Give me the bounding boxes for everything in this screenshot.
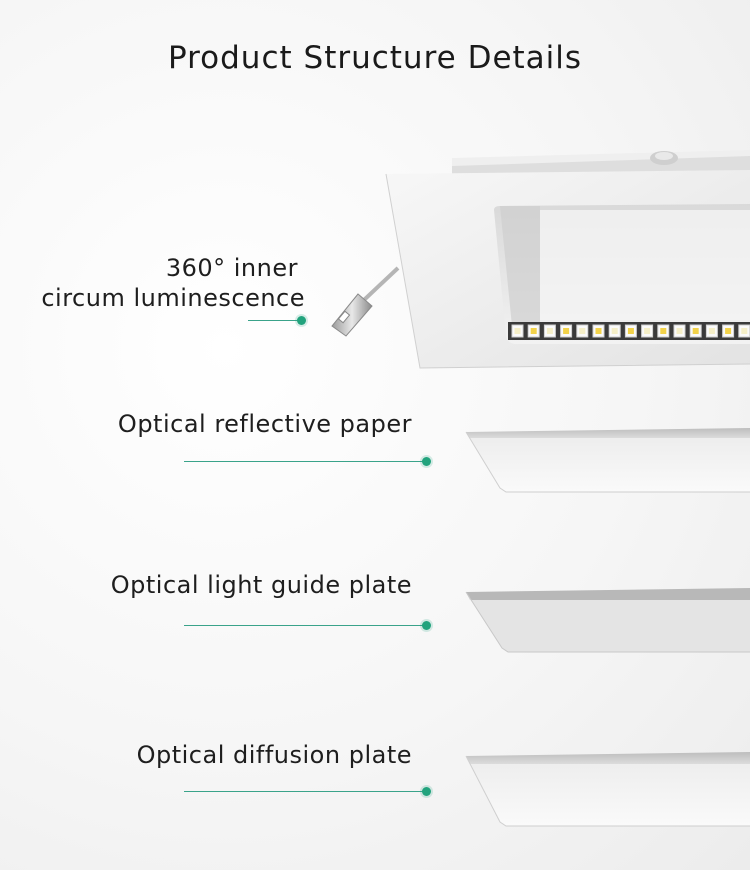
led-phosphor <box>627 328 634 334</box>
led-strip <box>511 324 750 338</box>
led-phosphor <box>660 328 667 334</box>
callout-dot-reflective <box>422 457 431 466</box>
led-phosphor <box>595 328 602 334</box>
led-phosphor <box>514 328 521 334</box>
callout-dot-guide <box>422 621 431 630</box>
led-phosphor <box>530 328 537 334</box>
led-phosphor <box>708 328 715 334</box>
callout-line-reflective <box>184 461 424 462</box>
led-phosphor <box>676 328 683 334</box>
callout-dot-led <box>297 316 306 325</box>
led-phosphor <box>644 328 651 334</box>
callout-line-led <box>248 320 300 321</box>
label-led-line2: circum luminescence <box>41 284 305 312</box>
panel-frame <box>385 150 750 369</box>
diffusion-plate <box>465 752 750 827</box>
callout-dot-diffusion <box>422 787 431 796</box>
label-light-guide-plate: Optical light guide plate <box>110 571 412 599</box>
page-title: Product Structure Details <box>167 40 583 76</box>
label-led-line1: 360° inner <box>165 254 298 282</box>
callout-line-diffusion <box>184 791 424 792</box>
label-reflective-paper: Optical reflective paper <box>117 410 412 438</box>
led-phosphor <box>725 328 732 334</box>
spring-clip <box>331 266 400 337</box>
light-guide-plate <box>465 588 750 653</box>
callout-line-guide <box>184 625 424 626</box>
led-phosphor <box>741 328 748 334</box>
led-phosphor <box>579 328 586 334</box>
led-phosphor <box>611 328 618 334</box>
led-phosphor <box>692 328 699 334</box>
led-phosphor <box>546 328 553 334</box>
reflective-paper-plate <box>465 428 750 493</box>
label-diffusion-plate: Optical diffusion plate <box>136 741 412 769</box>
led-phosphor <box>563 328 570 334</box>
